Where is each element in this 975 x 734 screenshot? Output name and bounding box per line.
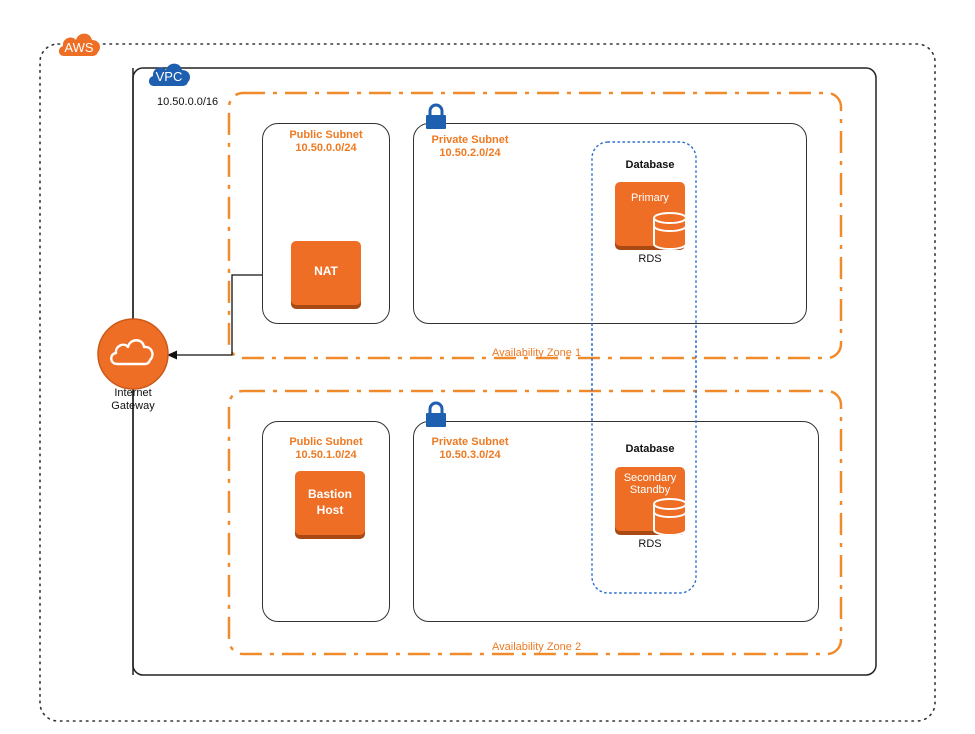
rds-primary-role: Primary xyxy=(631,192,669,204)
rds-1-label: RDS xyxy=(638,253,662,265)
database-cylinder-icon xyxy=(653,212,687,250)
aws-cloud-boundary xyxy=(39,43,936,722)
public-subnet-3-cidr: 10.50.1.0/24 xyxy=(295,449,357,461)
private-subnet-4-cidr: 10.50.3.0/24 xyxy=(439,449,501,461)
aws-cloud-icon xyxy=(58,33,100,56)
private-subnet-2-title: Private Subnet 10.50.2.0/24 xyxy=(426,134,514,160)
public-subnet-1-title: Public Subnet 10.50.0.0/24 xyxy=(262,129,390,155)
private-subnet-2-name: Private Subnet xyxy=(431,134,509,146)
public-subnet-3-name: Public Subnet xyxy=(289,436,363,448)
database-2-title: Database xyxy=(625,443,675,455)
cloud-icon xyxy=(97,318,169,390)
bastion-label-line1: Bastion xyxy=(307,487,352,501)
private-subnet-4-name: Private Subnet xyxy=(431,436,509,448)
lock-icon xyxy=(426,103,446,129)
nat-label: NAT xyxy=(314,264,338,278)
nat-instance[interactable]: NAT xyxy=(291,241,361,305)
vpc-badge: VPC xyxy=(146,57,192,87)
vpc-cidr: 10.50.0.0/16 xyxy=(157,96,219,108)
rds-2-label: RDS xyxy=(638,538,662,550)
public-subnet-1-cidr: 10.50.0.0/24 xyxy=(295,142,357,154)
internet-gateway xyxy=(97,318,169,390)
database-cylinder-icon xyxy=(653,498,687,536)
public-subnet-1-name: Public Subnet xyxy=(289,129,363,141)
lock-icon xyxy=(426,401,446,427)
bastion-label-line2: Host xyxy=(316,503,344,517)
availability-zone-2-boundary xyxy=(227,389,843,656)
internet-gateway-label-line2: Gateway xyxy=(111,400,155,412)
availability-zone-2-label: Availability Zone 2 xyxy=(492,641,582,653)
private-subnet-4-title: Private Subnet 10.50.3.0/24 xyxy=(426,436,514,462)
database-1-title: Database xyxy=(625,159,675,171)
vpc-label: VPC xyxy=(155,69,183,84)
aws-label: AWS xyxy=(64,40,94,55)
rds-secondary-role-line1: Secondary xyxy=(623,472,677,484)
private-subnet-2-cidr: 10.50.2.0/24 xyxy=(439,147,501,159)
rds-secondary-role-line2: Standby xyxy=(629,484,671,496)
availability-zone-1-boundary xyxy=(227,91,843,360)
vpc-cloud-icon xyxy=(148,63,190,86)
aws-badge: AWS xyxy=(56,26,102,58)
public-subnet-3-title: Public Subnet 10.50.1.0/24 xyxy=(262,436,390,462)
availability-zone-1-label: Availability Zone 1 xyxy=(492,347,582,359)
internet-gateway-label: Internet Gateway xyxy=(100,387,166,413)
internet-gateway-label-line1: Internet xyxy=(114,387,152,399)
bastion-host-instance[interactable]: Bastion Host xyxy=(295,471,365,535)
arrowhead xyxy=(167,350,177,360)
